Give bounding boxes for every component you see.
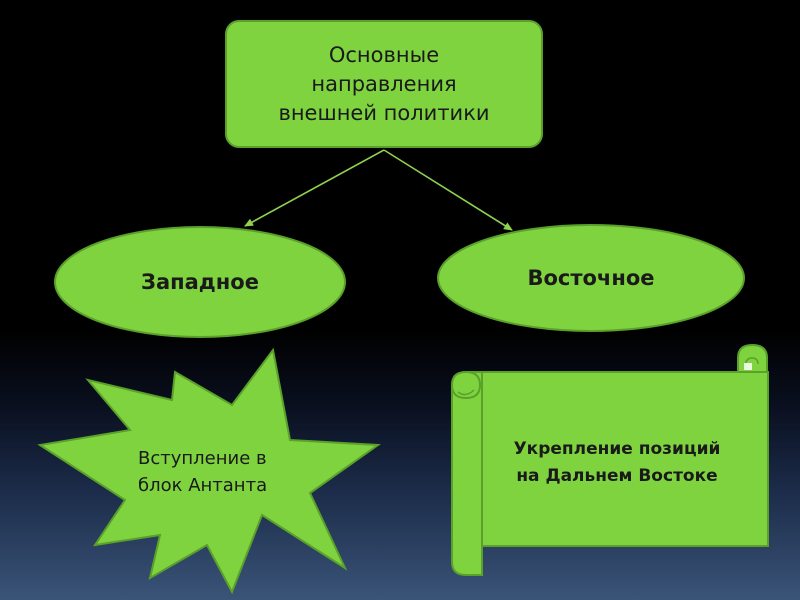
connector-root-west [244, 149, 385, 227]
west-branch-label: Западное [141, 270, 259, 294]
east-ellipse [437, 224, 745, 332]
scroll-shape [451, 343, 769, 576]
west-detail-label: Вступление в блок Антанта [138, 448, 268, 496]
east-detail-label: Укрепление позиций на Дальнем Востоке [513, 439, 721, 486]
east-branch-label: Восточное [527, 266, 655, 290]
explosion-star-shape [37, 347, 381, 595]
root-node-label: Основные направления внешней политики [278, 42, 490, 125]
west-ellipse [54, 226, 346, 338]
root-node-box [225, 20, 543, 148]
connector-root-east [383, 149, 513, 231]
